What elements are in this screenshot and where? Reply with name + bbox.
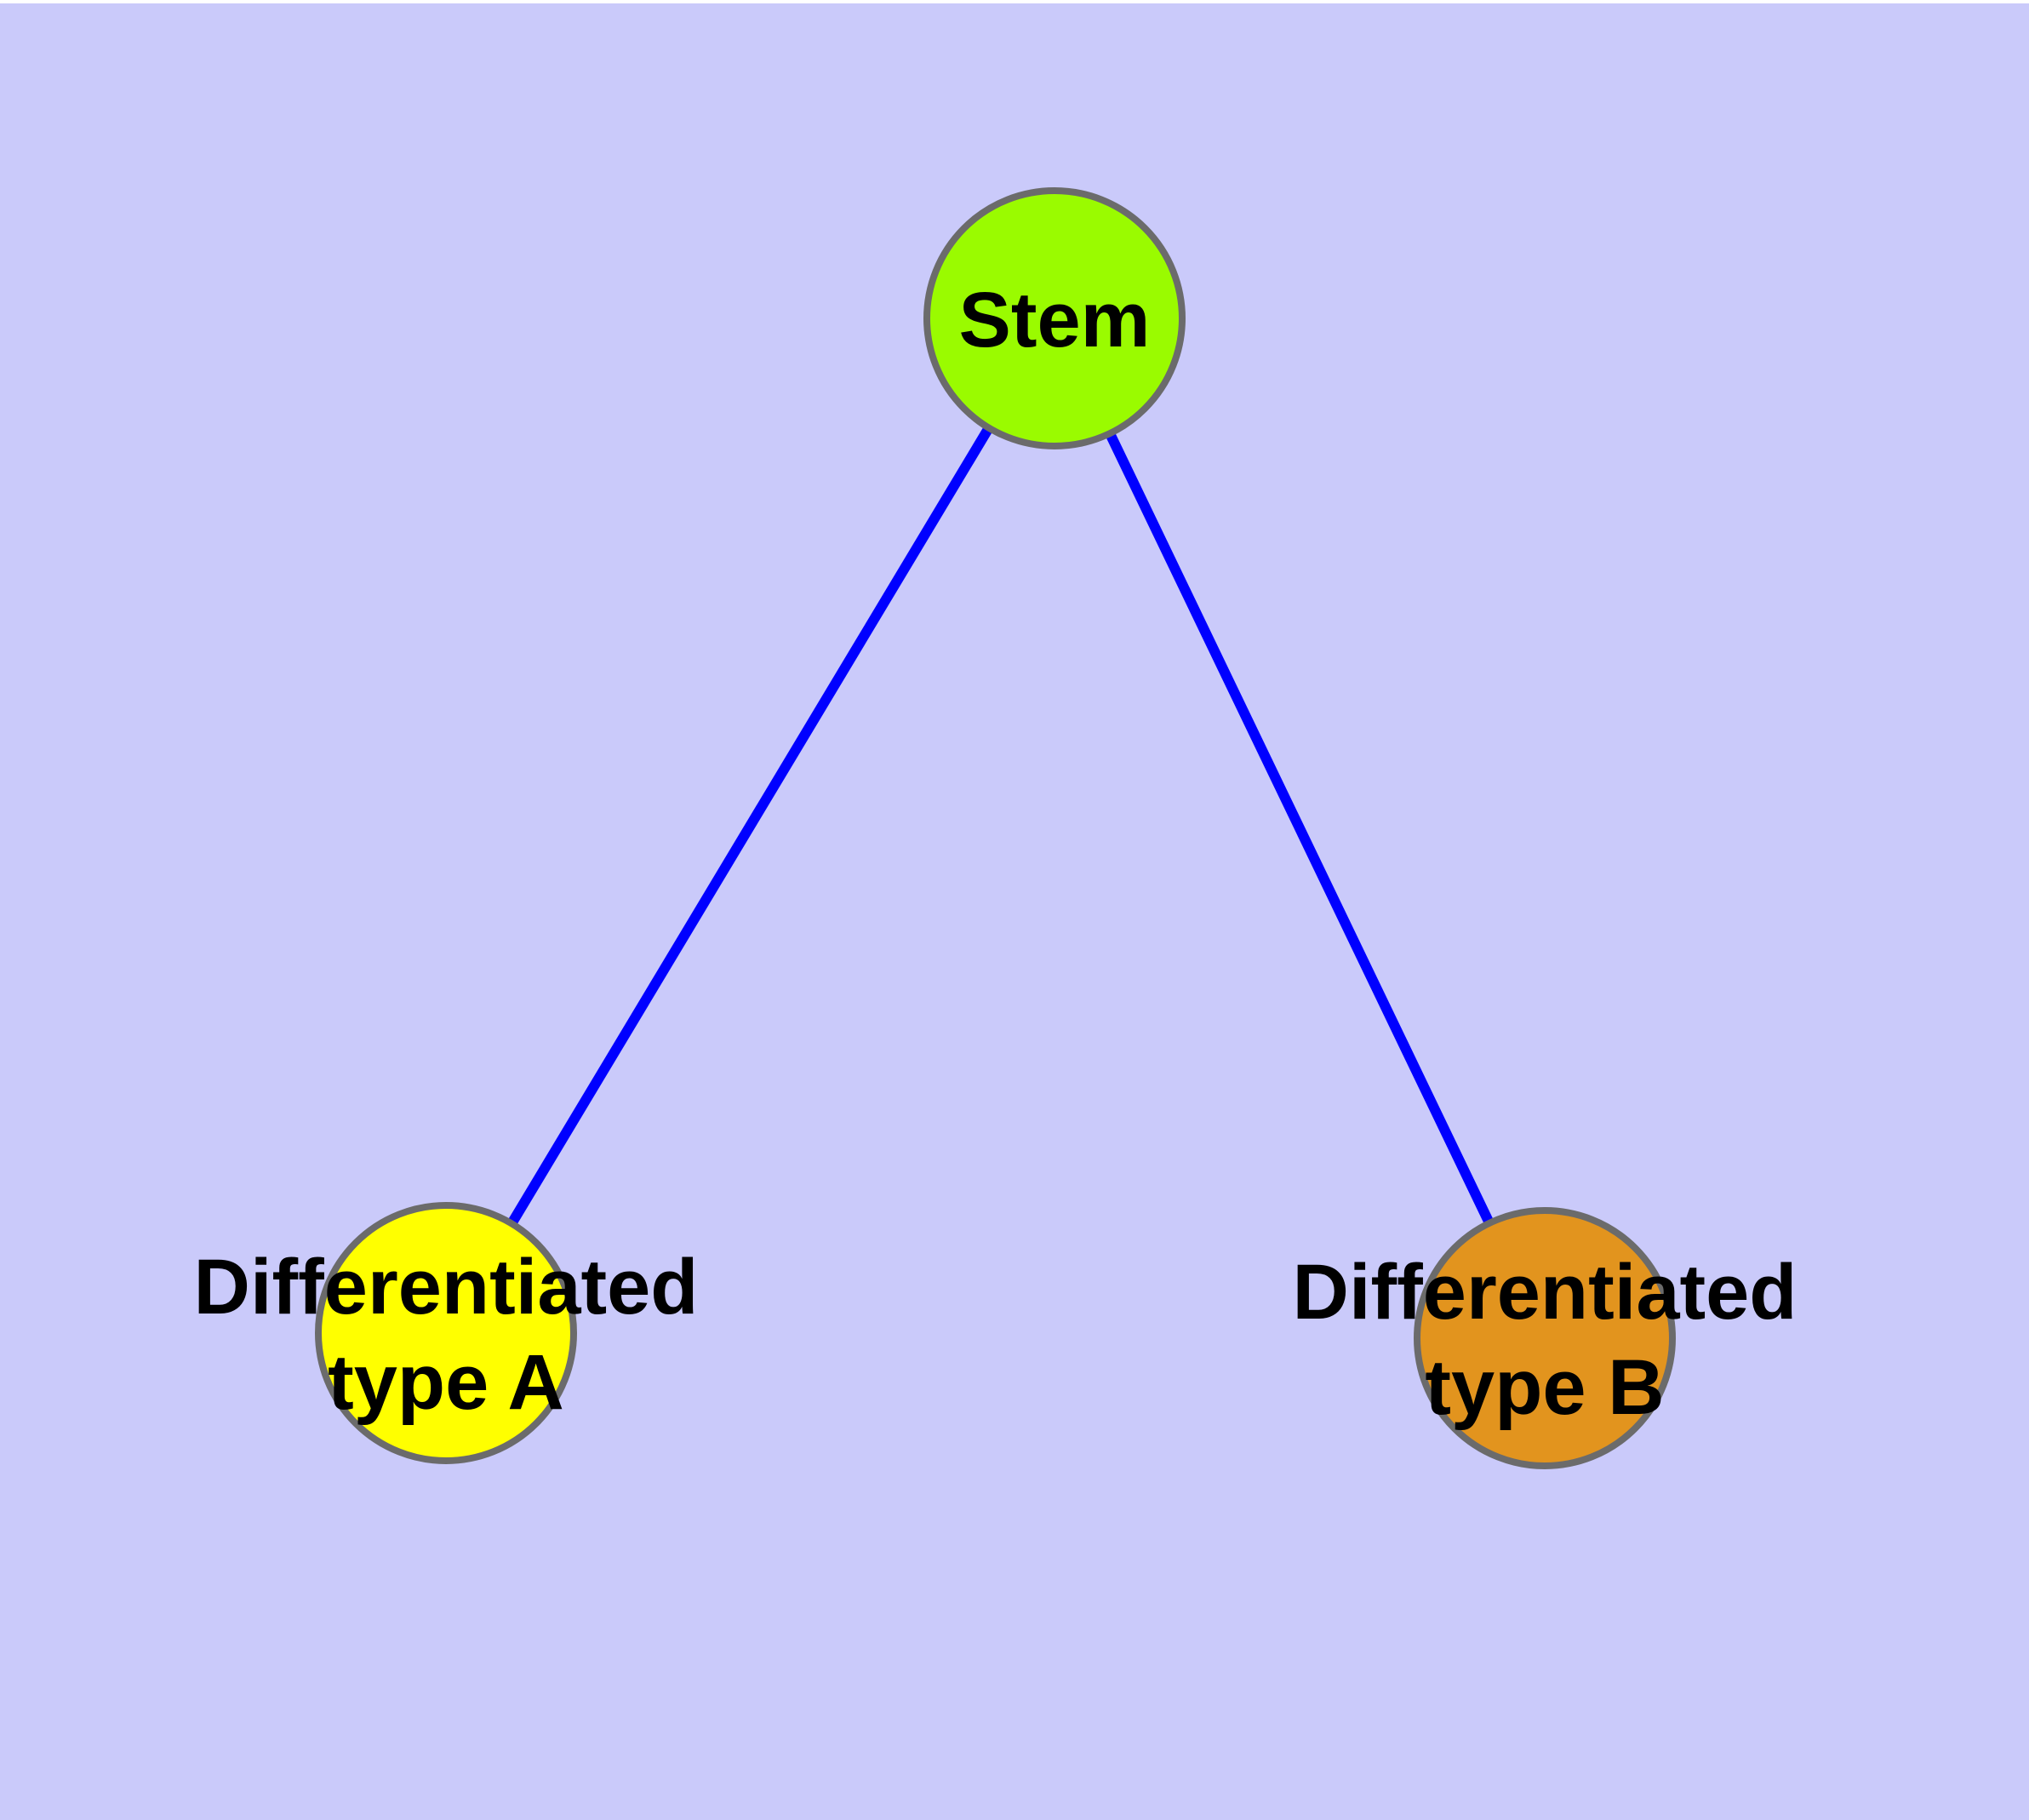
node-stem bbox=[923, 187, 1186, 449]
node-label-line: Differentiated bbox=[1293, 1249, 1798, 1336]
node-label-line: type B bbox=[1425, 1344, 1664, 1431]
node-diff-type-a bbox=[315, 1202, 577, 1464]
edge-stem-diff-type-a bbox=[441, 315, 1060, 1336]
node-label-line: Stem bbox=[959, 277, 1151, 363]
node-label-stem: Stem bbox=[959, 277, 1151, 363]
edge-stem-diff-type-b bbox=[1049, 316, 1550, 1341]
node-label-line: Differentiated bbox=[194, 1244, 699, 1331]
node-diff-type-b bbox=[1414, 1207, 1676, 1469]
node-label-line: type A bbox=[328, 1339, 564, 1426]
